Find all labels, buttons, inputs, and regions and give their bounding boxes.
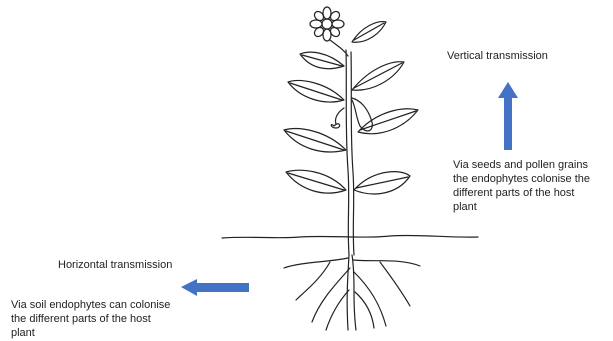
horizontal-title: Horizontal transmission xyxy=(58,258,172,272)
vertical-caption-line: different parts of the host xyxy=(453,186,613,200)
horizontal-caption-line: the different parts of the host xyxy=(11,312,211,326)
flower xyxy=(310,7,348,56)
pod-right xyxy=(352,98,372,131)
vertical-title: Vertical transmission xyxy=(447,49,548,63)
ground-line xyxy=(222,235,478,238)
leaves-left xyxy=(284,52,346,193)
vertical-arrow xyxy=(498,82,518,150)
horizontal-caption-line: plant xyxy=(11,326,211,340)
horizontal-caption-line: Via soil endophytes can colonise xyxy=(11,298,211,312)
stem xyxy=(346,50,349,255)
horizontal-arrow xyxy=(181,279,249,296)
leaves-right xyxy=(352,22,418,194)
vertical-caption: Via seeds and pollen grains the endophyt… xyxy=(453,158,613,214)
vertical-caption-line: the endophytes colonise the xyxy=(453,172,613,186)
bud-left xyxy=(331,108,344,128)
horizontal-caption: Via soil endophytes can colonise the dif… xyxy=(11,298,211,340)
vertical-caption-line: Via seeds and pollen grains xyxy=(453,158,613,172)
roots xyxy=(284,255,420,330)
vertical-caption-line: plant xyxy=(453,200,613,214)
